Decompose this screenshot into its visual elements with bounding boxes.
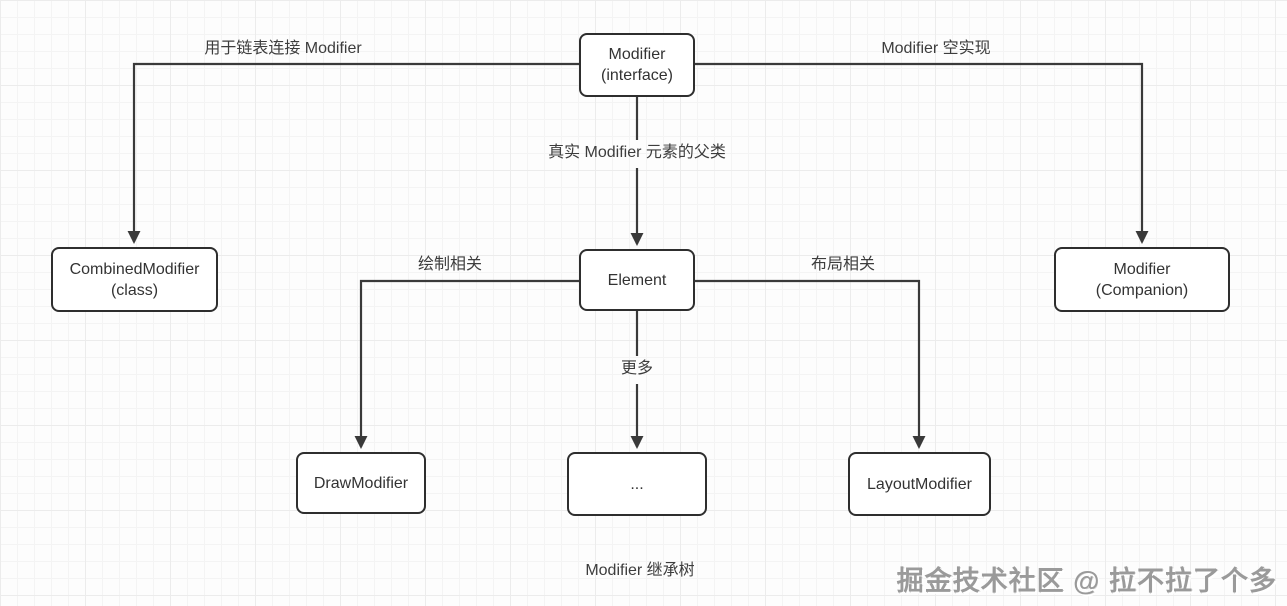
edge-label-draw-related: 绘制相关 xyxy=(417,256,483,273)
edge-interface-to-combined xyxy=(127,62,579,244)
node-layout-modifier-label: LayoutModifier xyxy=(867,475,972,493)
edge-label-more: 更多 xyxy=(620,360,654,377)
node-modifier-companion-sublabel: (Companion) xyxy=(1095,281,1189,299)
edge-label-empty-impl: Modifier 空实现 xyxy=(881,40,991,57)
node-modifier-interface-label: Modifier xyxy=(608,46,666,63)
node-modifier-companion-label: Modifier xyxy=(1113,260,1171,278)
node-draw-modifier: DrawModifier xyxy=(296,452,426,514)
node-combined-modifier-sublabel: (class) xyxy=(110,281,159,299)
node-combined-modifier-label: CombinedModifier xyxy=(69,260,200,278)
edge-element-to-layout xyxy=(695,279,926,449)
node-modifier-interface: Modifier (interface) xyxy=(579,33,695,97)
edge-label-parent-class: 真实 Modifier 元素的父类 xyxy=(548,144,726,161)
edge-interface-to-companion xyxy=(695,62,1149,244)
node-modifier-interface-sublabel: (interface) xyxy=(600,67,674,84)
edge-label-layout-related: 布局相关 xyxy=(810,256,876,273)
node-element: Element xyxy=(579,249,695,311)
watermark-text: 掘金技术社区 @ 拉不拉了个多 xyxy=(896,566,1277,596)
node-more-label: ... xyxy=(630,475,644,493)
edge-label-linked-list: 用于链表连接 Modifier xyxy=(204,40,362,57)
node-draw-modifier-label: DrawModifier xyxy=(313,474,409,492)
node-more: ... xyxy=(567,452,707,516)
node-modifier-companion: Modifier (Companion) xyxy=(1054,247,1230,312)
diagram-caption: Modifier 继承树 xyxy=(585,562,695,579)
node-layout-modifier: LayoutModifier xyxy=(848,452,991,516)
node-element-label: Element xyxy=(607,271,667,289)
edge-element-to-draw xyxy=(354,279,579,449)
node-combined-modifier: CombinedModifier (class) xyxy=(51,247,218,312)
